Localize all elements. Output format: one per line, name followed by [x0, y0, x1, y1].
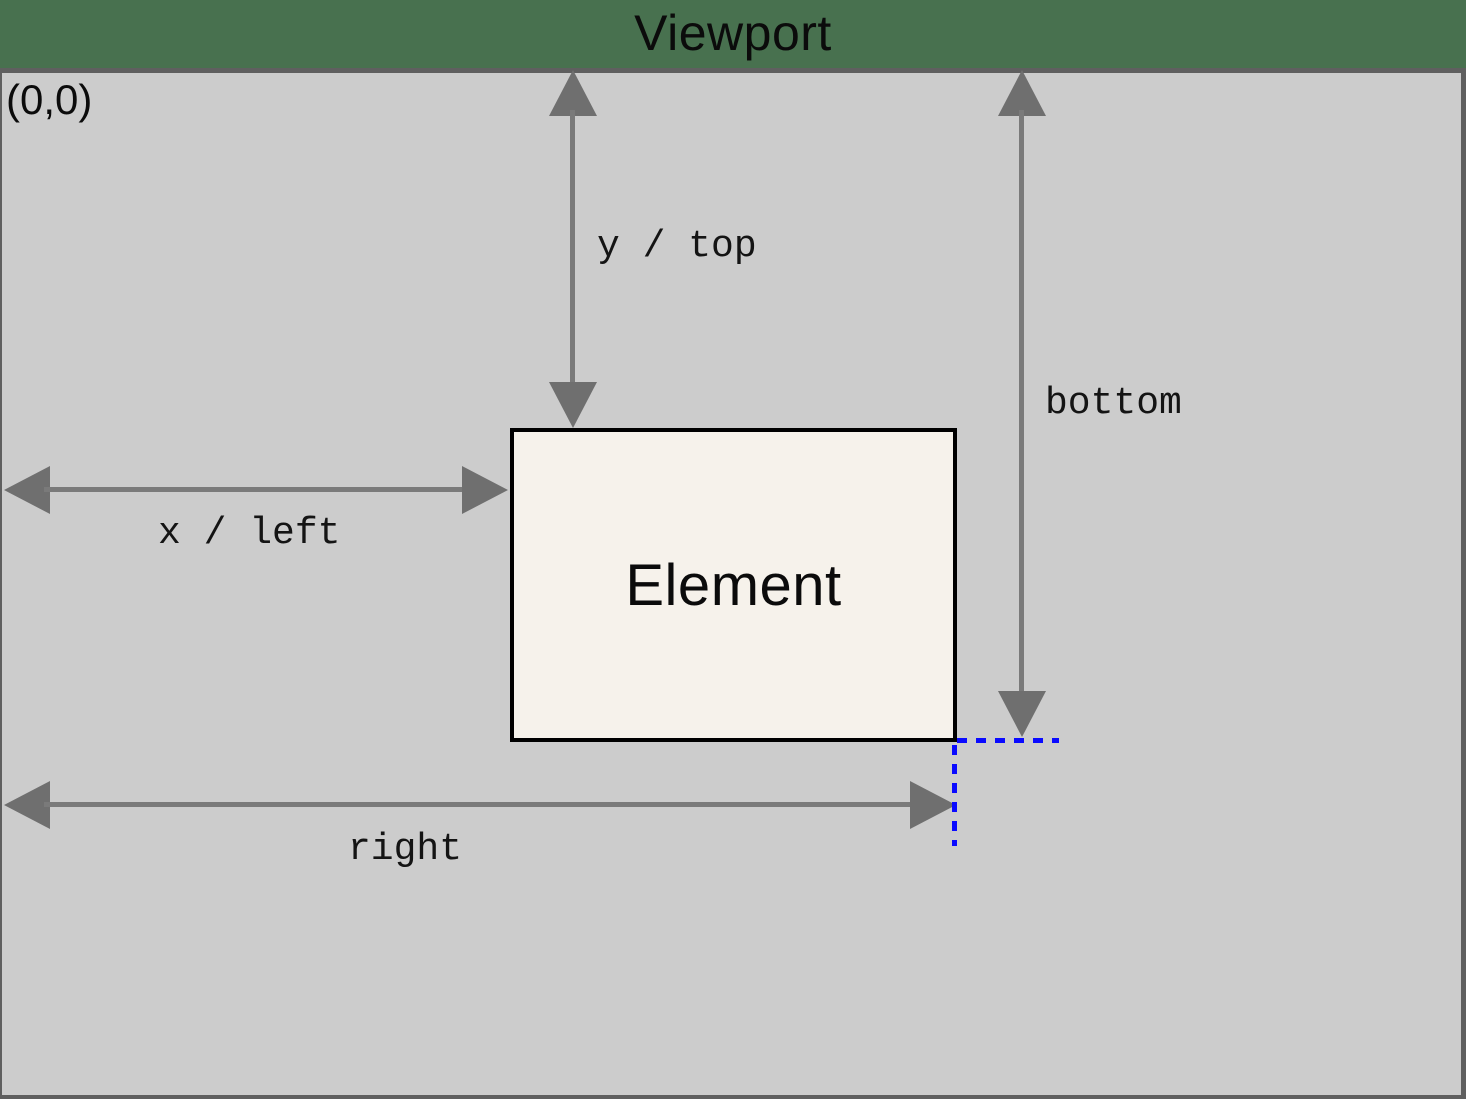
- arrowhead-right-icon: [462, 466, 508, 514]
- arrow-shaft: [44, 487, 468, 492]
- y-top-label: y / top: [597, 225, 757, 268]
- origin-label: (0,0): [6, 76, 93, 123]
- arrowhead-up-icon: [998, 70, 1046, 116]
- arrowhead-up-icon: [549, 70, 597, 116]
- y-top-arrow: [549, 70, 597, 428]
- arrowhead-right-icon: [910, 781, 956, 829]
- arrowhead-left-icon: [4, 466, 50, 514]
- arrow-shaft: [44, 802, 916, 807]
- arrowhead-down-icon: [998, 691, 1046, 737]
- bottom-arrow: [998, 70, 1046, 737]
- x-left-label: x / left: [158, 512, 341, 555]
- x-left-arrow: [4, 466, 508, 514]
- viewport-title: Viewport: [634, 5, 832, 61]
- right-label: right: [348, 828, 463, 871]
- arrowhead-left-icon: [4, 781, 50, 829]
- arrow-shaft: [1019, 110, 1024, 697]
- right-guide-dotted-line: [952, 745, 957, 846]
- element-box: Element: [510, 428, 957, 742]
- right-arrow: [4, 781, 956, 829]
- bottom-label: bottom: [1045, 382, 1182, 425]
- element-label: Element: [625, 552, 842, 618]
- bottom-guide-dotted-line: [957, 738, 1059, 743]
- arrowhead-down-icon: [549, 382, 597, 428]
- arrow-shaft: [570, 110, 575, 388]
